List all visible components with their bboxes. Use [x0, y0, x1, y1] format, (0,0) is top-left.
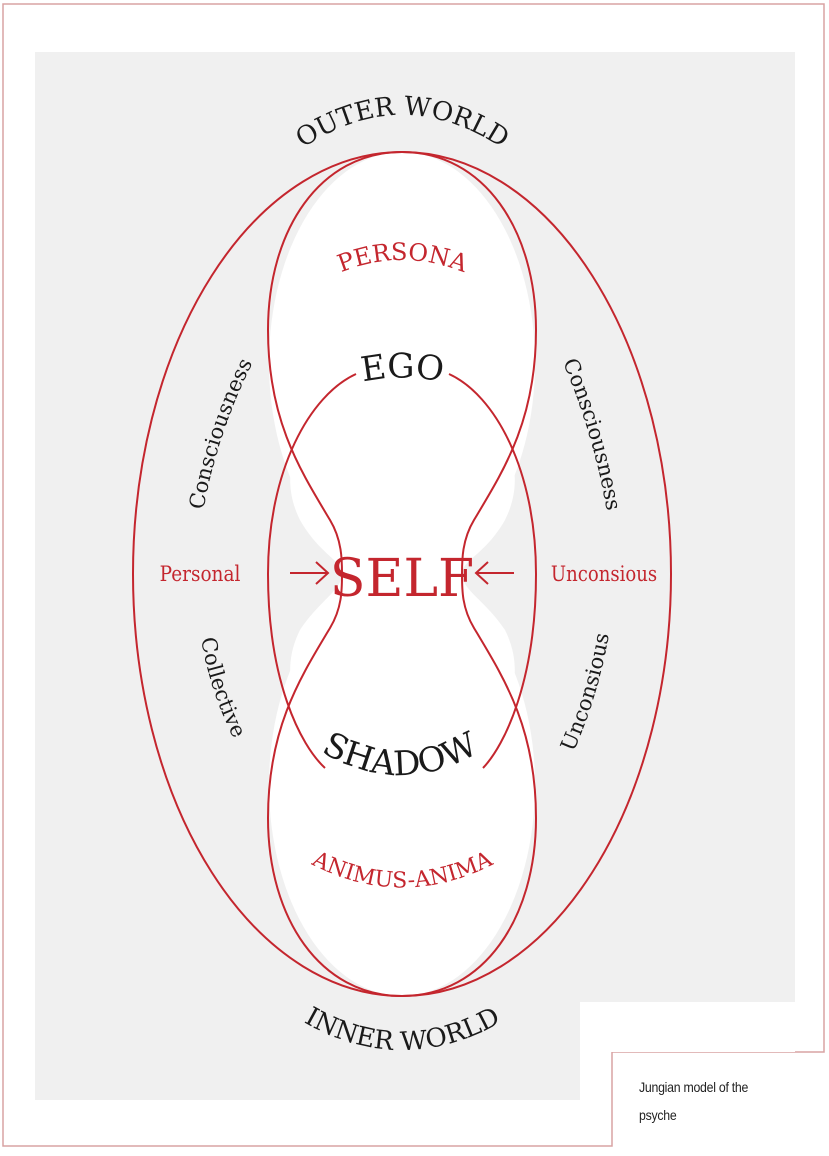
arrow-left-icon — [290, 561, 330, 585]
figure-caption: Jungian model of the psyche — [639, 1079, 749, 1123]
self-label: SELF — [330, 549, 474, 609]
ego-label: EGO — [358, 346, 446, 390]
outer-world-label: OUTER WORLD — [291, 92, 514, 154]
unconsious-label: Unconsious — [551, 562, 657, 587]
inner-world-label: INNER WORLD — [300, 1002, 505, 1058]
personal-label: Personal — [160, 562, 241, 586]
arrow-right-icon — [474, 561, 514, 585]
